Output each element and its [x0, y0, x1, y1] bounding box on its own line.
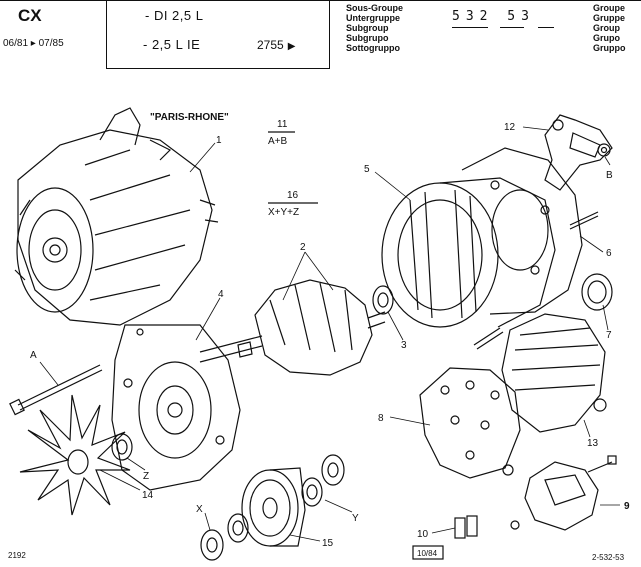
- callout-5: 5: [364, 164, 370, 175]
- header-box-bottom: [106, 68, 330, 69]
- header-divider-right: [329, 0, 330, 68]
- footer-page-ref: 2192: [8, 551, 26, 560]
- callout-y: Y: [352, 513, 359, 524]
- footer-date: 10/84: [417, 549, 438, 558]
- brand-label: "PARIS-RHONE": [150, 112, 229, 123]
- group-label-en: Group: [593, 23, 620, 33]
- callout-6: 6: [606, 248, 612, 259]
- kit-11-formula: A+B: [268, 136, 288, 147]
- callout-10: 10: [417, 529, 429, 540]
- footer-date-box: [412, 545, 444, 560]
- subgroup-label-it: Sottogruppo: [346, 43, 400, 53]
- subgroup-label-de: Untergruppe: [346, 13, 400, 23]
- rectifier-illustration: [419, 367, 521, 479]
- group-label-es: Grupo: [593, 33, 620, 43]
- callout-2: 2: [300, 242, 306, 253]
- subgroup-underline-3: [538, 27, 554, 28]
- nut-b-illustration: [597, 143, 611, 157]
- rear-cover-illustration: [473, 313, 607, 433]
- brushes-illustration: [454, 515, 478, 539]
- callout-b: B: [606, 170, 613, 181]
- vehicle-model: CX: [18, 6, 42, 25]
- engine-code: 2755▶: [257, 38, 295, 52]
- callout-1: 1: [216, 135, 222, 146]
- callout-z: Z: [143, 471, 149, 482]
- callout-14: 14: [142, 490, 154, 501]
- header-divider-left: [106, 0, 107, 68]
- engine-code-value: 2755: [257, 38, 284, 52]
- catalog-header: CX 06/81 ▸ 07/85 - DI 2,5 L - 2,5 L IE 2…: [0, 0, 641, 72]
- callout-7: 7: [606, 330, 612, 341]
- bearing-ring-7-illustration: [581, 273, 613, 311]
- footer-plate-number: 2-532-53: [592, 553, 625, 562]
- kit-11-number: 11: [277, 119, 288, 130]
- rotor-illustration: [199, 279, 386, 376]
- exploded-alternator-diagram: "PARIS-RHONE" 11 A+B 16 X+Y+Z 1 2 3 4 5 …: [8, 107, 630, 562]
- alternator-assembly-illustration: [14, 107, 219, 326]
- callout-x: X: [196, 504, 203, 515]
- subgroup-label-en: Subgroup: [346, 23, 389, 33]
- stator-illustration: [381, 177, 556, 328]
- group-label-de: Gruppe: [593, 13, 626, 23]
- fan-illustration: [19, 394, 131, 516]
- callout-12: 12: [504, 122, 516, 133]
- kit-16-formula: X+Y+Z: [268, 207, 299, 218]
- spacer-ring-z-illustration: [111, 433, 133, 461]
- callout-a: A: [30, 350, 37, 361]
- kit-16-number: 16: [287, 190, 299, 201]
- callout-15: 15: [322, 538, 334, 549]
- leader-lines: [39, 126, 620, 542]
- bearing-3-illustration: [372, 285, 394, 315]
- washer-y-illustration: [301, 454, 345, 507]
- group-label-it: Gruppo: [593, 43, 626, 53]
- callout-8: 8: [378, 413, 384, 424]
- subgroup-label-es: Subgrupo: [346, 33, 389, 43]
- callout-3: 3: [401, 340, 407, 351]
- callout-4: 4: [218, 289, 224, 300]
- group-label-fr: Groupe: [593, 3, 626, 13]
- nut-x-illustration: [200, 513, 249, 561]
- bracket-12-illustration: [544, 114, 613, 191]
- subgroup-underline-1: [452, 27, 488, 28]
- regulator-illustration: [510, 455, 617, 531]
- callout-13: 13: [587, 438, 599, 449]
- callout-9: 9: [624, 501, 630, 512]
- production-dates: 06/81 ▸ 07/85: [3, 38, 64, 49]
- subgroup-label-fr: Sous-Groupe: [346, 3, 404, 13]
- slip-ring-end-bracket-illustration: [461, 147, 599, 315]
- arrow-right-icon: ▶: [287, 41, 296, 52]
- pulley-illustration: [241, 467, 306, 547]
- header-top-rule: [0, 0, 641, 1]
- engine-variant-2: - 2,5 L IE: [143, 37, 201, 52]
- drive-end-bracket-illustration: [111, 324, 241, 491]
- subgroup-number: 532 53: [452, 9, 535, 24]
- subgroup-underline-2: [500, 27, 524, 28]
- through-bolt-illustration: [9, 364, 103, 416]
- engine-variant-1: - DI 2,5 L: [145, 8, 204, 23]
